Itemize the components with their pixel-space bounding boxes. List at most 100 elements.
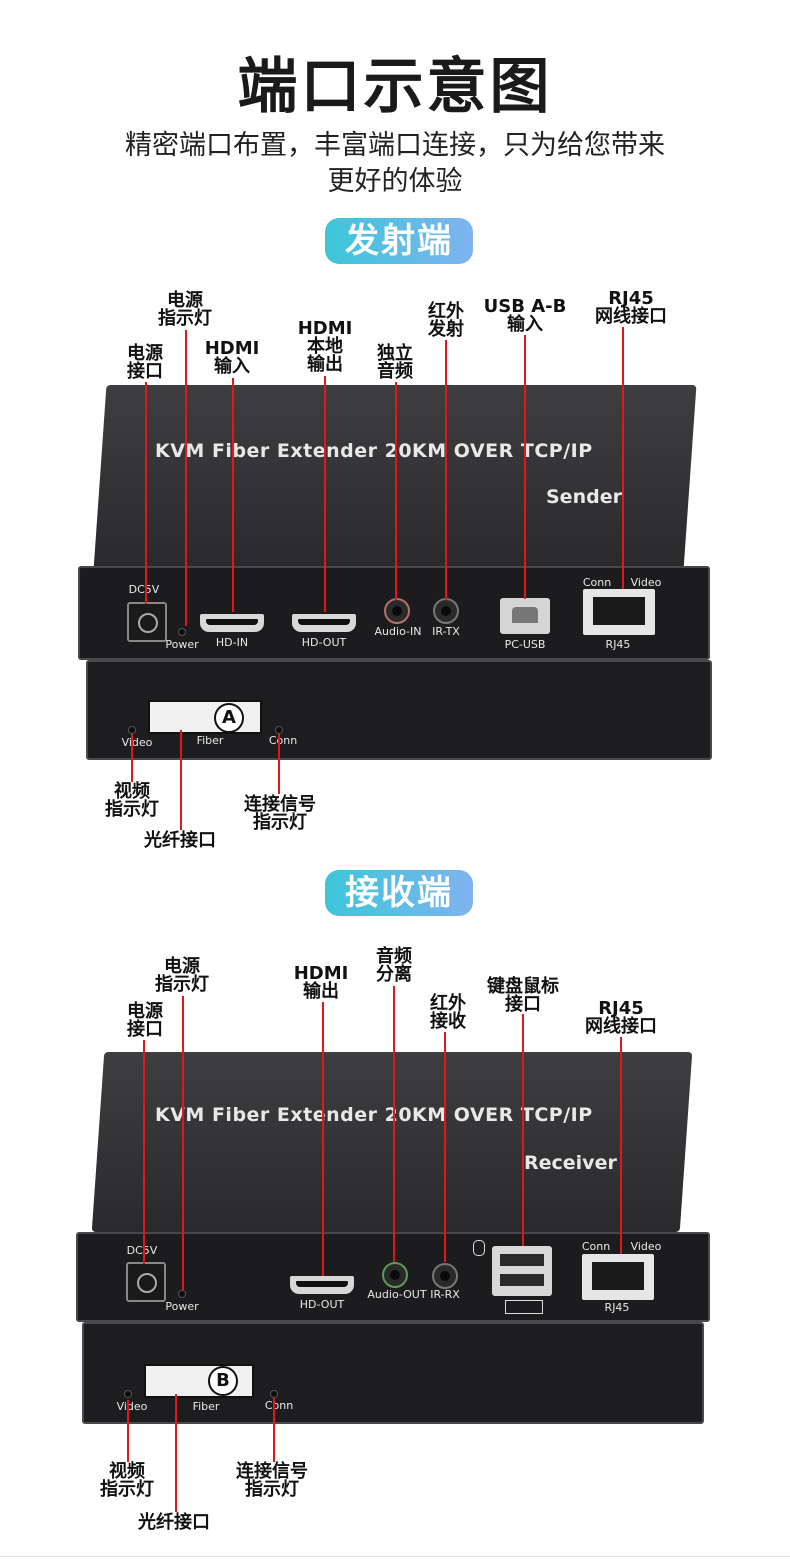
sender-power-label: Power <box>165 638 199 651</box>
sender-line-power-port <box>145 382 147 604</box>
page-title: 端口示意图 <box>237 52 553 122</box>
sender-line-usb <box>524 335 526 599</box>
sender-label-audio: 独立音频 <box>377 343 413 382</box>
sender-line-hdmi-local <box>324 376 326 612</box>
sender-line-video-led <box>131 734 133 782</box>
receiver-usb-a-ports[interactable] <box>492 1246 552 1296</box>
sender-bottom-video-label: Video <box>121 736 153 749</box>
sender-rj45-label: RJ45 <box>605 638 631 651</box>
sender-label-ir: 红外发射 <box>428 301 464 340</box>
subtitle-line-2: 更好的体验 <box>327 166 463 197</box>
receiver-line-audio <box>393 986 395 1262</box>
sender-line-rj45 <box>622 327 624 589</box>
receiver-line-video-led <box>127 1400 129 1462</box>
receiver-label-kbd: 键盘鼠标接口 <box>487 976 559 1015</box>
sender-rj45-port[interactable] <box>583 589 655 635</box>
receiver-audio-out-jack[interactable] <box>382 1262 408 1288</box>
sender-fiber-port[interactable] <box>148 700 262 734</box>
receiver-bottom-fiber-label: Fiber <box>192 1400 220 1413</box>
sender-label-power-port: 电源接口 <box>127 343 163 382</box>
sender-hd-in-label: HD-IN <box>215 636 249 649</box>
sender-usb-b-port[interactable] <box>500 598 550 634</box>
mouse-icon <box>473 1240 485 1256</box>
receiver-rj45-label: RJ45 <box>604 1301 630 1314</box>
sender-video-label: Video <box>630 576 662 589</box>
receiver-line-kbd <box>522 1014 524 1246</box>
receiver-label-fiber: 光纤接口 <box>138 1512 210 1533</box>
sender-video-led <box>128 726 136 734</box>
sender-bottom-conn-label: Conn <box>268 734 298 747</box>
receiver-model-text: KVM Fiber Extender 20KM OVER TCP/IP <box>155 1104 593 1126</box>
sender-label-power-led: 电源指示灯 <box>158 290 212 329</box>
sender-model-text: KVM Fiber Extender 20KM OVER TCP/IP <box>155 440 593 462</box>
receiver-video-led <box>124 1390 132 1398</box>
receiver-ir-label: IR-RX <box>430 1288 460 1301</box>
receiver-line-conn-led <box>273 1398 275 1462</box>
sender-ir-tx-jack[interactable] <box>433 598 459 624</box>
receiver-line-hdmi-out <box>322 1002 324 1276</box>
receiver-hd-out-label: HD-OUT <box>299 1298 345 1311</box>
sender-label-fiber: 光纤接口 <box>144 830 216 851</box>
sender-line-ir <box>445 340 447 600</box>
receiver-bottom-video-label: Video <box>116 1400 148 1413</box>
sender-line-power-led <box>185 330 187 626</box>
sender-hdmi-out-port[interactable] <box>292 614 356 632</box>
receiver-label-conn-led: 连接信号指示灯 <box>236 1461 308 1500</box>
sender-dc-label: DC5V <box>128 583 160 596</box>
receiver-role-text: Receiver <box>524 1152 617 1174</box>
receiver-conn-label: Conn <box>581 1240 611 1253</box>
keyboard-icon <box>505 1300 543 1314</box>
receiver-fiber-badge: B <box>208 1366 238 1396</box>
sender-hdmi-in-port[interactable] <box>200 614 264 632</box>
sender-ir-label: IR-TX <box>432 625 460 638</box>
receiver-video-label: Video <box>630 1240 662 1253</box>
receiver-audio-label: Audio-OUT <box>367 1288 427 1301</box>
sender-dc-jack[interactable] <box>127 602 167 642</box>
sender-section-badge: 发射端 <box>325 218 473 264</box>
sender-line-fiber <box>180 730 182 830</box>
sender-audio-label: Audio-IN <box>374 625 422 638</box>
sender-conn-led <box>275 726 283 734</box>
receiver-line-fiber <box>175 1394 177 1512</box>
receiver-label-video-led: 视频指示灯 <box>100 1461 154 1500</box>
sender-audio-in-jack[interactable] <box>384 598 410 624</box>
receiver-ir-rx-jack[interactable] <box>432 1263 458 1289</box>
receiver-line-ir <box>444 1032 446 1262</box>
receiver-power-label: Power <box>165 1300 199 1313</box>
receiver-dc-jack[interactable] <box>126 1262 166 1302</box>
sender-conn-label: Conn <box>582 576 612 589</box>
receiver-line-rj45 <box>620 1037 622 1254</box>
sender-line-hdmi-in <box>232 378 234 612</box>
receiver-label-ir: 红外接收 <box>430 993 466 1032</box>
sender-line-conn-led <box>278 734 280 794</box>
sender-bottom-fiber-label: Fiber <box>196 734 224 747</box>
sender-fiber-badge: A <box>214 703 244 733</box>
sender-fiber-unit <box>86 660 712 760</box>
sender-role-text: Sender <box>546 486 622 508</box>
footer-divider <box>0 1556 790 1557</box>
sender-power-led <box>178 628 186 636</box>
receiver-dc-label: DC5V <box>126 1244 158 1257</box>
receiver-section-badge: 接收端 <box>325 870 473 916</box>
receiver-conn-led <box>270 1390 278 1398</box>
receiver-bottom-conn-label: Conn <box>264 1399 294 1412</box>
sender-label-conn-led: 连接信号指示灯 <box>244 794 316 833</box>
receiver-rj45-port[interactable] <box>582 1254 654 1300</box>
receiver-hdmi-out-port[interactable] <box>290 1276 354 1294</box>
sender-usb-label: PC-USB <box>504 638 546 651</box>
receiver-label-power-port: 电源接口 <box>127 1001 163 1040</box>
subtitle-line-1: 精密端口布置，丰富端口连接，只为给您带来 <box>125 130 665 161</box>
receiver-power-led <box>178 1290 186 1298</box>
receiver-line-power-led <box>182 996 184 1290</box>
receiver-label-power-led: 电源指示灯 <box>155 956 209 995</box>
sender-hd-out-label: HD-OUT <box>301 636 347 649</box>
receiver-label-audio: 音频分离 <box>376 946 412 985</box>
receiver-line-power-port <box>143 1040 145 1264</box>
sender-label-video-led: 视频指示灯 <box>105 781 159 820</box>
